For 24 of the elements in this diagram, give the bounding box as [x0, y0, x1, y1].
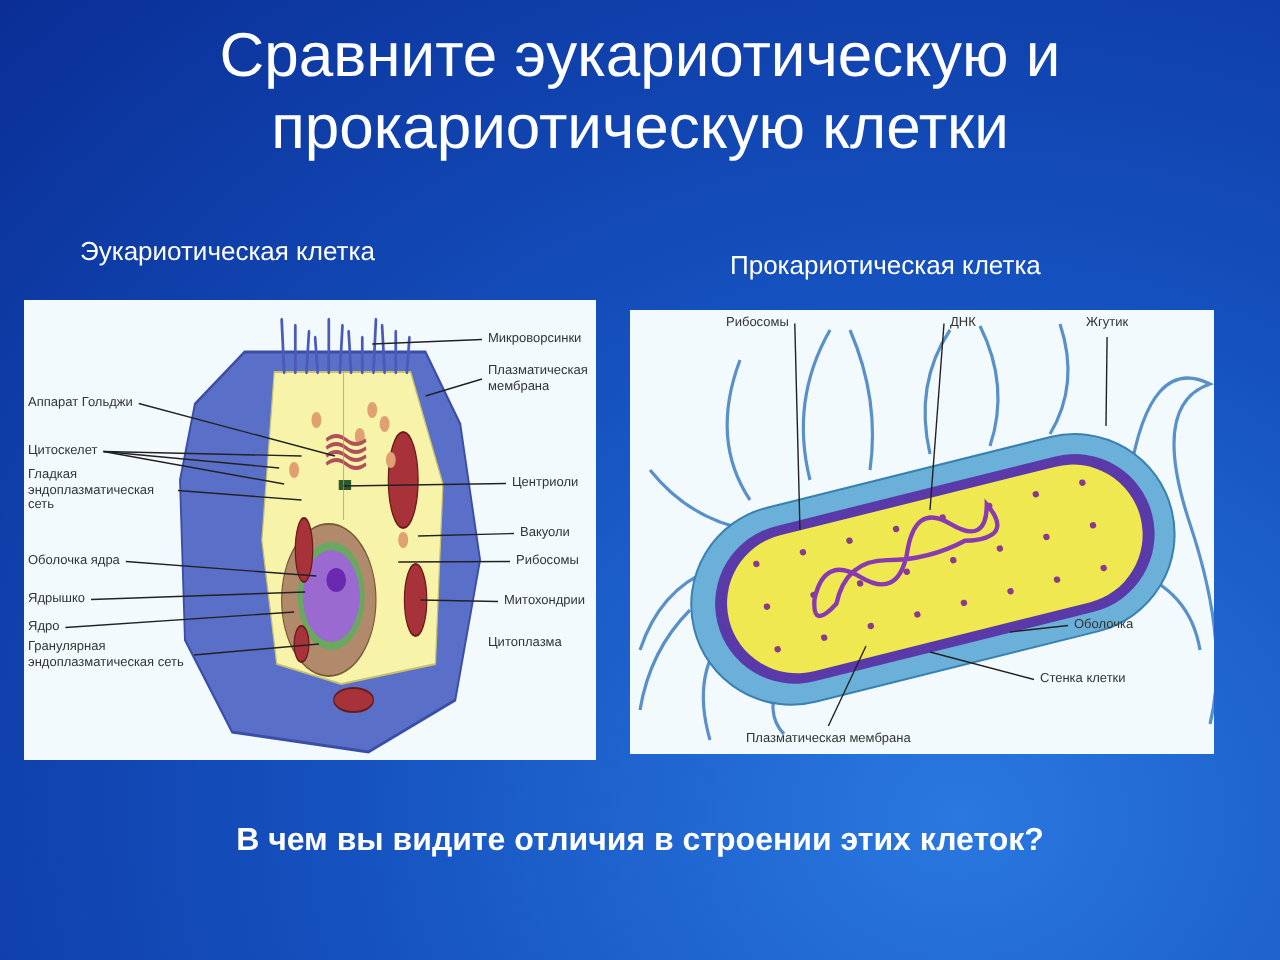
leader-line — [125, 560, 318, 577]
leader-line — [929, 322, 945, 511]
leader-line — [827, 645, 867, 727]
slide-title: Сравните эукариотическую и прокариотическую клетки — [217, 20, 1063, 164]
leader-line — [929, 651, 1035, 681]
leader-line — [102, 450, 280, 469]
panel-heading: Эукариотическая клетка — [80, 236, 375, 266]
leader-line — [794, 322, 801, 531]
leader-line — [102, 450, 285, 485]
question-text: В чем вы видите отличия в строении этих клеток? — [234, 822, 1046, 862]
leader-line — [424, 378, 483, 397]
leader-line — [343, 482, 507, 487]
leader-line — [397, 560, 511, 563]
leader-line — [64, 611, 295, 629]
leader-line — [138, 402, 336, 457]
leader-line — [193, 643, 320, 656]
panel-heading: Прокариотическая клетка — [730, 250, 1041, 280]
leader-line — [1105, 336, 1108, 427]
leader-line — [419, 599, 499, 603]
leader-line — [90, 591, 306, 601]
leader-line — [417, 532, 515, 537]
leader-line — [371, 338, 483, 345]
leader-line — [1009, 624, 1069, 633]
leader-line — [177, 489, 303, 501]
